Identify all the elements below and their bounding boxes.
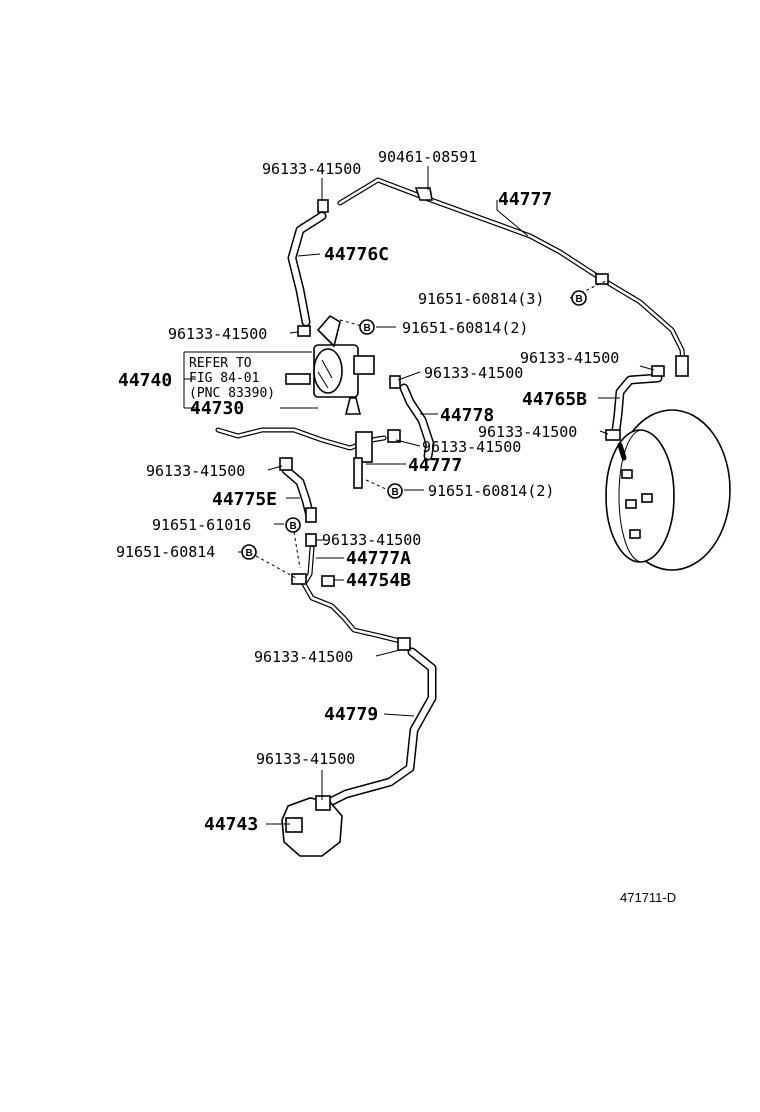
label-clip: 96133-41500: [262, 160, 361, 178]
clamp-icon: [297, 325, 311, 337]
label-bracket: 44754B: [346, 570, 411, 591]
clamp-icon: [305, 533, 317, 547]
hoses-and-pipes: [215, 177, 687, 809]
label-clip: 96133-41500: [146, 462, 245, 480]
label-clip: 96133-41500: [424, 364, 523, 382]
label-pipe: 44777: [498, 189, 552, 210]
svg-text:B: B: [576, 294, 583, 305]
label-bolt: 91651-61016: [152, 516, 251, 534]
clamp-icon: [651, 365, 665, 377]
svg-text:B: B: [290, 521, 297, 532]
label-pipe: 44777: [408, 455, 462, 476]
clamp-icon: [355, 431, 373, 463]
label-hose: 44779: [324, 704, 378, 725]
refer-line-3: (PNC 83390): [189, 386, 275, 401]
clamps: [279, 187, 689, 651]
bolt-marker-icon: B: [285, 517, 301, 533]
label-pipe: 44777A: [346, 548, 411, 569]
bolt-markers: B B B B B: [241, 290, 587, 560]
refer-to-box: REFER TO FIG 84-01 (PNC 83390): [183, 351, 312, 409]
clamp-icon: [605, 429, 621, 441]
label-bolt: 91651-60814(3): [418, 290, 544, 308]
label-hose: 44778: [440, 405, 494, 426]
clamp-icon: [414, 187, 433, 201]
vacuum-tank-44743: [281, 795, 343, 857]
clamp-icon: [321, 575, 335, 587]
label-hose: 44776C: [324, 244, 389, 265]
vacuum-valve-assembly-44740: [285, 314, 375, 415]
clamp-icon: [291, 573, 307, 585]
bolt-marker-icon: B: [359, 319, 375, 335]
diagram-id: 471711-D: [620, 890, 676, 905]
bracket-icon: [353, 457, 363, 489]
bolt-marker-icon: B: [387, 483, 403, 499]
label-valve: 44730: [190, 398, 244, 419]
clamp-icon: [397, 637, 411, 651]
label-clip: 96133-41500: [168, 325, 267, 343]
label-clip: 96133-41500: [422, 438, 521, 456]
clamp-icon: [595, 273, 609, 285]
label-clip: 96133-41500: [322, 531, 421, 549]
part-labels: 96133-41500 90461-08591 44777 44776C 916…: [116, 148, 676, 905]
clamp-icon: [317, 199, 329, 213]
label-assembly: 44740: [118, 370, 172, 391]
brake-booster: [605, 409, 731, 571]
label-hose: 44765B: [522, 389, 587, 410]
label-clip: 96133-41500: [520, 349, 619, 367]
svg-text:B: B: [364, 323, 371, 334]
label-clip: 96133-41500: [478, 423, 577, 441]
clamp-icon: [389, 375, 401, 389]
leader-lines: [184, 166, 655, 825]
label-tank: 44743: [204, 814, 258, 835]
bolt-marker-icon: B: [571, 290, 587, 306]
label-bolt: 91651-60814(2): [402, 319, 528, 337]
svg-text:B: B: [246, 548, 253, 559]
svg-text:B: B: [392, 487, 399, 498]
clamp-icon: [279, 457, 293, 471]
refer-line-1: REFER TO: [189, 356, 252, 371]
label-bolt: 91651-60814: [116, 543, 215, 561]
clamp-icon: [305, 507, 317, 523]
bolt-marker-icon: B: [241, 544, 257, 560]
clamp-icon: [675, 355, 689, 377]
label-hose: 44775E: [212, 489, 277, 510]
refer-line-2: FIG 84-01: [189, 371, 259, 386]
label-clamp: 90461-08591: [378, 148, 477, 166]
clamp-icon: [387, 429, 401, 443]
label-clip: 96133-41500: [256, 750, 355, 768]
label-bolt: 91651-60814(2): [428, 482, 554, 500]
label-clip: 96133-41500: [254, 648, 353, 666]
